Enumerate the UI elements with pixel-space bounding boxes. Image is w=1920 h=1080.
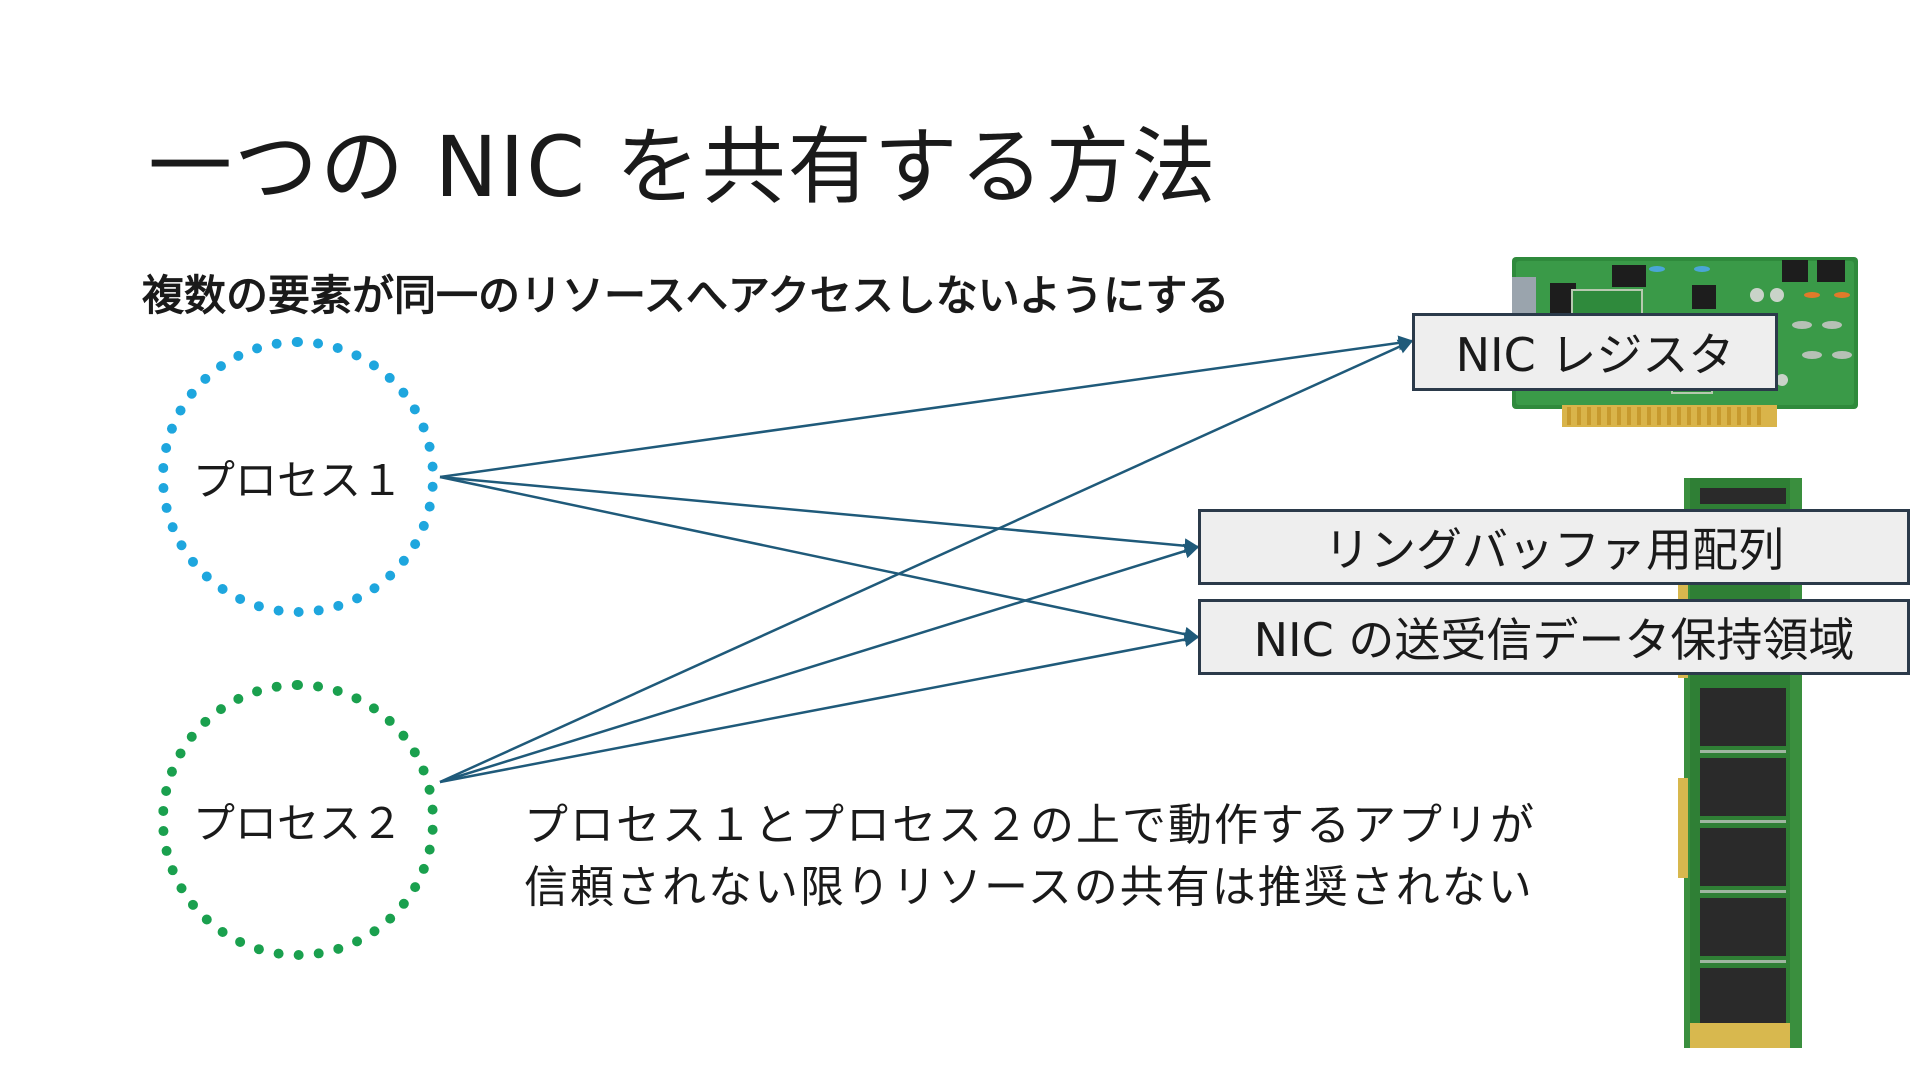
data-area-box: NIC の送受信データ保持領域 (1198, 599, 1910, 675)
process-1-label: プロセス１ (192, 455, 403, 505)
process-2-circle: プロセス２ (158, 680, 438, 960)
note-line-2: 信頼されない限りリソースの共有は推奨されない (524, 862, 1534, 913)
ring-buffer-box: リングバッファ用配列 (1198, 509, 1910, 585)
note-text: プロセス１とプロセス２の上で動作するアプリが 信頼されない限りリソースの共有は推… (524, 795, 1536, 919)
arrow-p2-to-ring-buffer (439, 543, 1200, 784)
note-line-1: プロセス１とプロセス２の上で動作するアプリが (524, 800, 1536, 851)
slide-title: 一つの NIC を共有する方法 (148, 118, 1218, 216)
arrow-p1-to-ring-buffer (439, 475, 1200, 554)
process-2-label: プロセス２ (192, 798, 403, 848)
arrow-p2-to-data-area (439, 632, 1200, 784)
process-1-circle: プロセス１ (158, 337, 438, 617)
arrow-p1-to-nic-register (439, 335, 1414, 479)
nic-register-box: NIC レジスタ (1412, 313, 1778, 391)
ring-buffer-label: リングバッファ用配列 (1324, 523, 1784, 577)
data-area-label: NIC の送受信データ保持領域 (1253, 613, 1855, 667)
nic-register-label: NIC レジスタ (1455, 328, 1735, 382)
slide-subtitle: 複数の要素が同一のリソースへアクセスしないようにする (142, 271, 1230, 320)
arrow-p2-to-nic-register (439, 339, 1414, 784)
arrow-p1-to-data-area (439, 475, 1200, 642)
